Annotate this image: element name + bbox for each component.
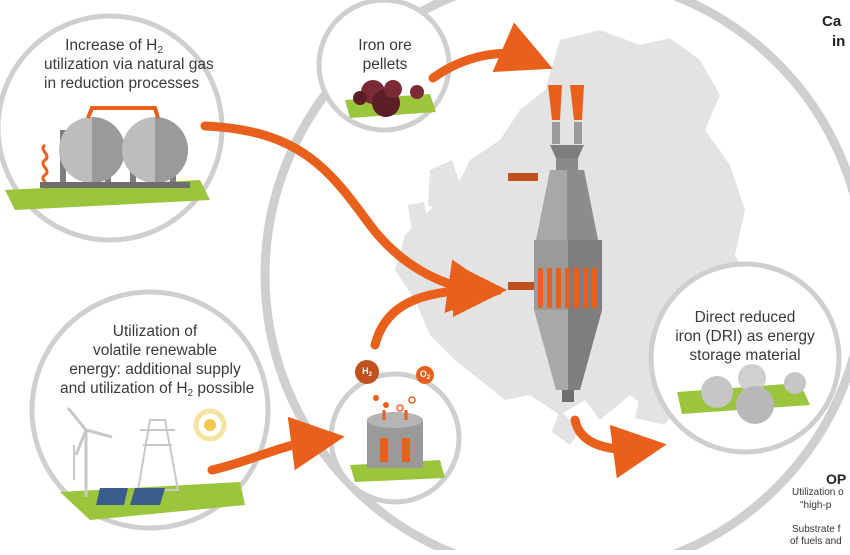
shaft-furnace-icon (508, 85, 602, 402)
dri-pellets-icon (677, 364, 810, 424)
electrolyser-icon (350, 360, 445, 482)
clipped-title-line1: Ca (822, 13, 842, 30)
clipped-note-line2: "high-p (800, 500, 832, 511)
renewable-energy-icon (60, 407, 245, 520)
gas-tanks-icon (5, 106, 210, 210)
iron-ore-pellets-icon (345, 80, 436, 118)
arrow-h2-to-furnace (370, 263, 507, 350)
o2-badge: O2 (419, 369, 431, 381)
clipped-note-line1: Utilization o (792, 487, 844, 498)
clipped-note-line3: Substrate f (792, 524, 841, 535)
process-cycle-ring (260, 0, 850, 555)
renewable-energy-label: Utilization of volatile renewable energy… (60, 323, 255, 399)
arrow-renewable-to-electrolyser (207, 416, 345, 475)
clipped-title-line2: in (832, 33, 846, 50)
iron-ore-label: Iron ore pellets (358, 37, 412, 73)
arrow-furnace-to-dri (570, 415, 667, 479)
dri-label: Direct reduced iron (DRI) as energy stor… (675, 309, 815, 364)
h2-badge: H2 (362, 366, 372, 378)
clipped-op-heading: OP (826, 471, 847, 487)
clipped-note-line4: of fuels and (790, 536, 842, 547)
arrow-ore-to-furnace (428, 22, 553, 83)
natural-gas-label: Increase of H2 utilization via natural g… (44, 37, 214, 92)
arrow-gas-to-furnace (200, 121, 502, 313)
